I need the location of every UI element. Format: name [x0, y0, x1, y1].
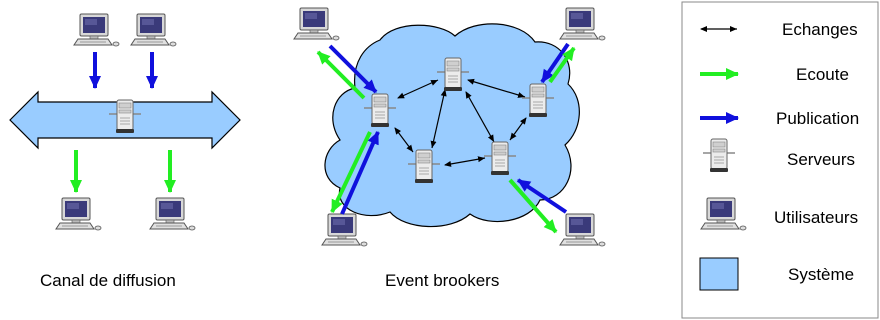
- subscriber-computer-icon: [55, 197, 102, 231]
- exchange-arrow: [394, 127, 414, 153]
- publisher-computer-icon: [130, 13, 177, 47]
- user-computer-icon: [559, 213, 606, 247]
- exchange-arrow: [397, 79, 439, 99]
- publish-arrow: [340, 131, 380, 215]
- exchange-arrow: [430, 89, 447, 149]
- broadcast-diagram: Canal de diffusion: [9, 13, 241, 290]
- subscriber-computer-icon: [149, 197, 196, 231]
- legend-label-exchanges: Echanges: [782, 20, 858, 39]
- system-square-icon: [699, 257, 739, 291]
- publisher-computer-icon: [73, 13, 120, 47]
- legend-label-servers: Serveurs: [787, 150, 855, 169]
- exchange-arrow: [444, 156, 486, 167]
- user-computer-icon: [321, 213, 368, 247]
- legend-label-publish: Publication: [776, 109, 859, 128]
- publish-arrow: [328, 44, 378, 94]
- listen-arrow: [316, 50, 366, 100]
- brokers-diagram: Event brookers: [293, 7, 606, 290]
- user-computer-icon: [559, 7, 606, 41]
- broadcast-caption: Canal de diffusion: [40, 271, 176, 290]
- brokers-caption: Event brookers: [385, 271, 499, 290]
- legend-label-listen: Ecoute: [796, 65, 849, 84]
- legend: Echanges Ecoute Publication Serveurs Uti…: [681, 1, 879, 319]
- exchange-arrow: [509, 117, 527, 141]
- legend-label-system: Système: [788, 265, 854, 284]
- system-cloud: [324, 23, 580, 228]
- listen-arrow: [508, 178, 558, 234]
- user-computer-icon: [293, 7, 340, 41]
- listen-arrow: [548, 46, 576, 84]
- listen-arrow: [330, 131, 372, 213]
- exchange-arrow: [465, 91, 495, 143]
- exchange-links: [394, 78, 527, 167]
- legend-label-users: Utilisateurs: [774, 208, 858, 227]
- publish-arrow: [516, 178, 568, 214]
- exchange-arrow: [467, 78, 526, 98]
